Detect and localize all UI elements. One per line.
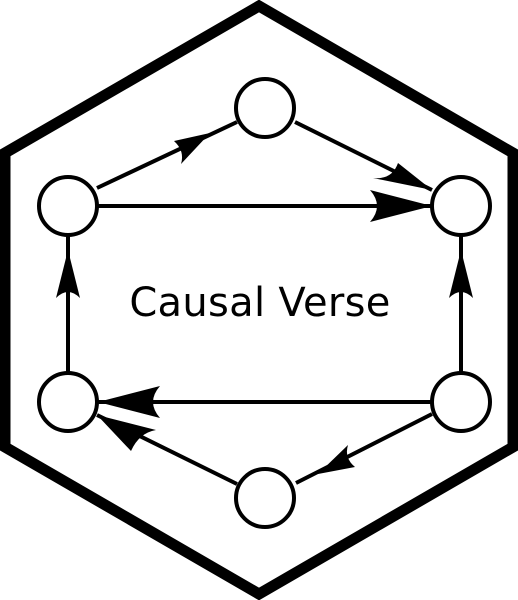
arrowhead-icon (56, 250, 80, 298)
graph-arrowheads (56, 133, 473, 474)
node-lower-left (37, 371, 99, 433)
node-top (234, 77, 296, 139)
node-upper-left (37, 175, 99, 237)
arrowhead-icon (370, 190, 432, 222)
node-upper-right (430, 175, 492, 237)
arrowhead-icon (98, 386, 160, 418)
arrowhead-icon (449, 250, 473, 298)
arrowhead-icon (174, 133, 210, 164)
edge-lower-right-to-bottom (295, 412, 433, 485)
logo-title: Causal Verse (129, 280, 390, 326)
arrowhead-icon (318, 445, 355, 474)
edge-upper-left-to-top (96, 120, 238, 190)
node-bottom (234, 467, 296, 529)
graph-nodes (37, 77, 492, 529)
arrowhead-icon (97, 415, 156, 451)
arrowhead-icon (373, 163, 432, 190)
node-lower-right (430, 371, 492, 433)
